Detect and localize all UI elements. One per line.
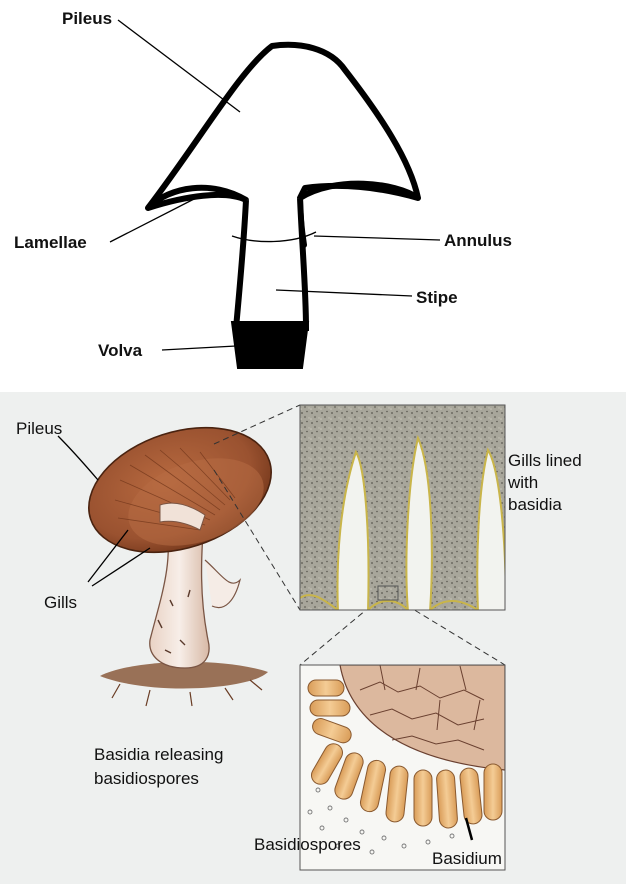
label-volva: Volva: [98, 341, 143, 360]
label-basidia-releasing-2: basidiospores: [94, 769, 199, 788]
label-basidia-releasing-1: Basidia releasing: [94, 745, 223, 764]
label-gills: Gills: [44, 593, 77, 612]
gill-magnified-panel: [300, 405, 506, 612]
label-annulus: Annulus: [444, 231, 512, 250]
volva-base: [232, 322, 308, 368]
label-gills-lined-3: basidia: [508, 495, 562, 514]
bottom-illustration: Pileus Gills Gills lined with basidia Ba…: [0, 392, 626, 884]
label-pileus: Pileus: [62, 9, 112, 28]
label-stipe: Stipe: [416, 288, 458, 307]
label-bottom-pileus: Pileus: [16, 419, 62, 438]
top-mushroom-diagram: Pileus Lamellae Annulus Stipe Volva: [14, 9, 512, 368]
label-basidiospores: Basidiospores: [254, 835, 361, 854]
leader-pileus: [118, 20, 240, 112]
leader-annulus: [314, 236, 440, 240]
label-lamellae: Lamellae: [14, 233, 87, 252]
label-gills-lined-2: with: [507, 473, 538, 492]
stipe-outline: [236, 198, 306, 328]
label-gills-lined-1: Gills lined: [508, 451, 582, 470]
leader-volva: [162, 346, 236, 350]
label-basidium: Basidium: [432, 849, 502, 868]
